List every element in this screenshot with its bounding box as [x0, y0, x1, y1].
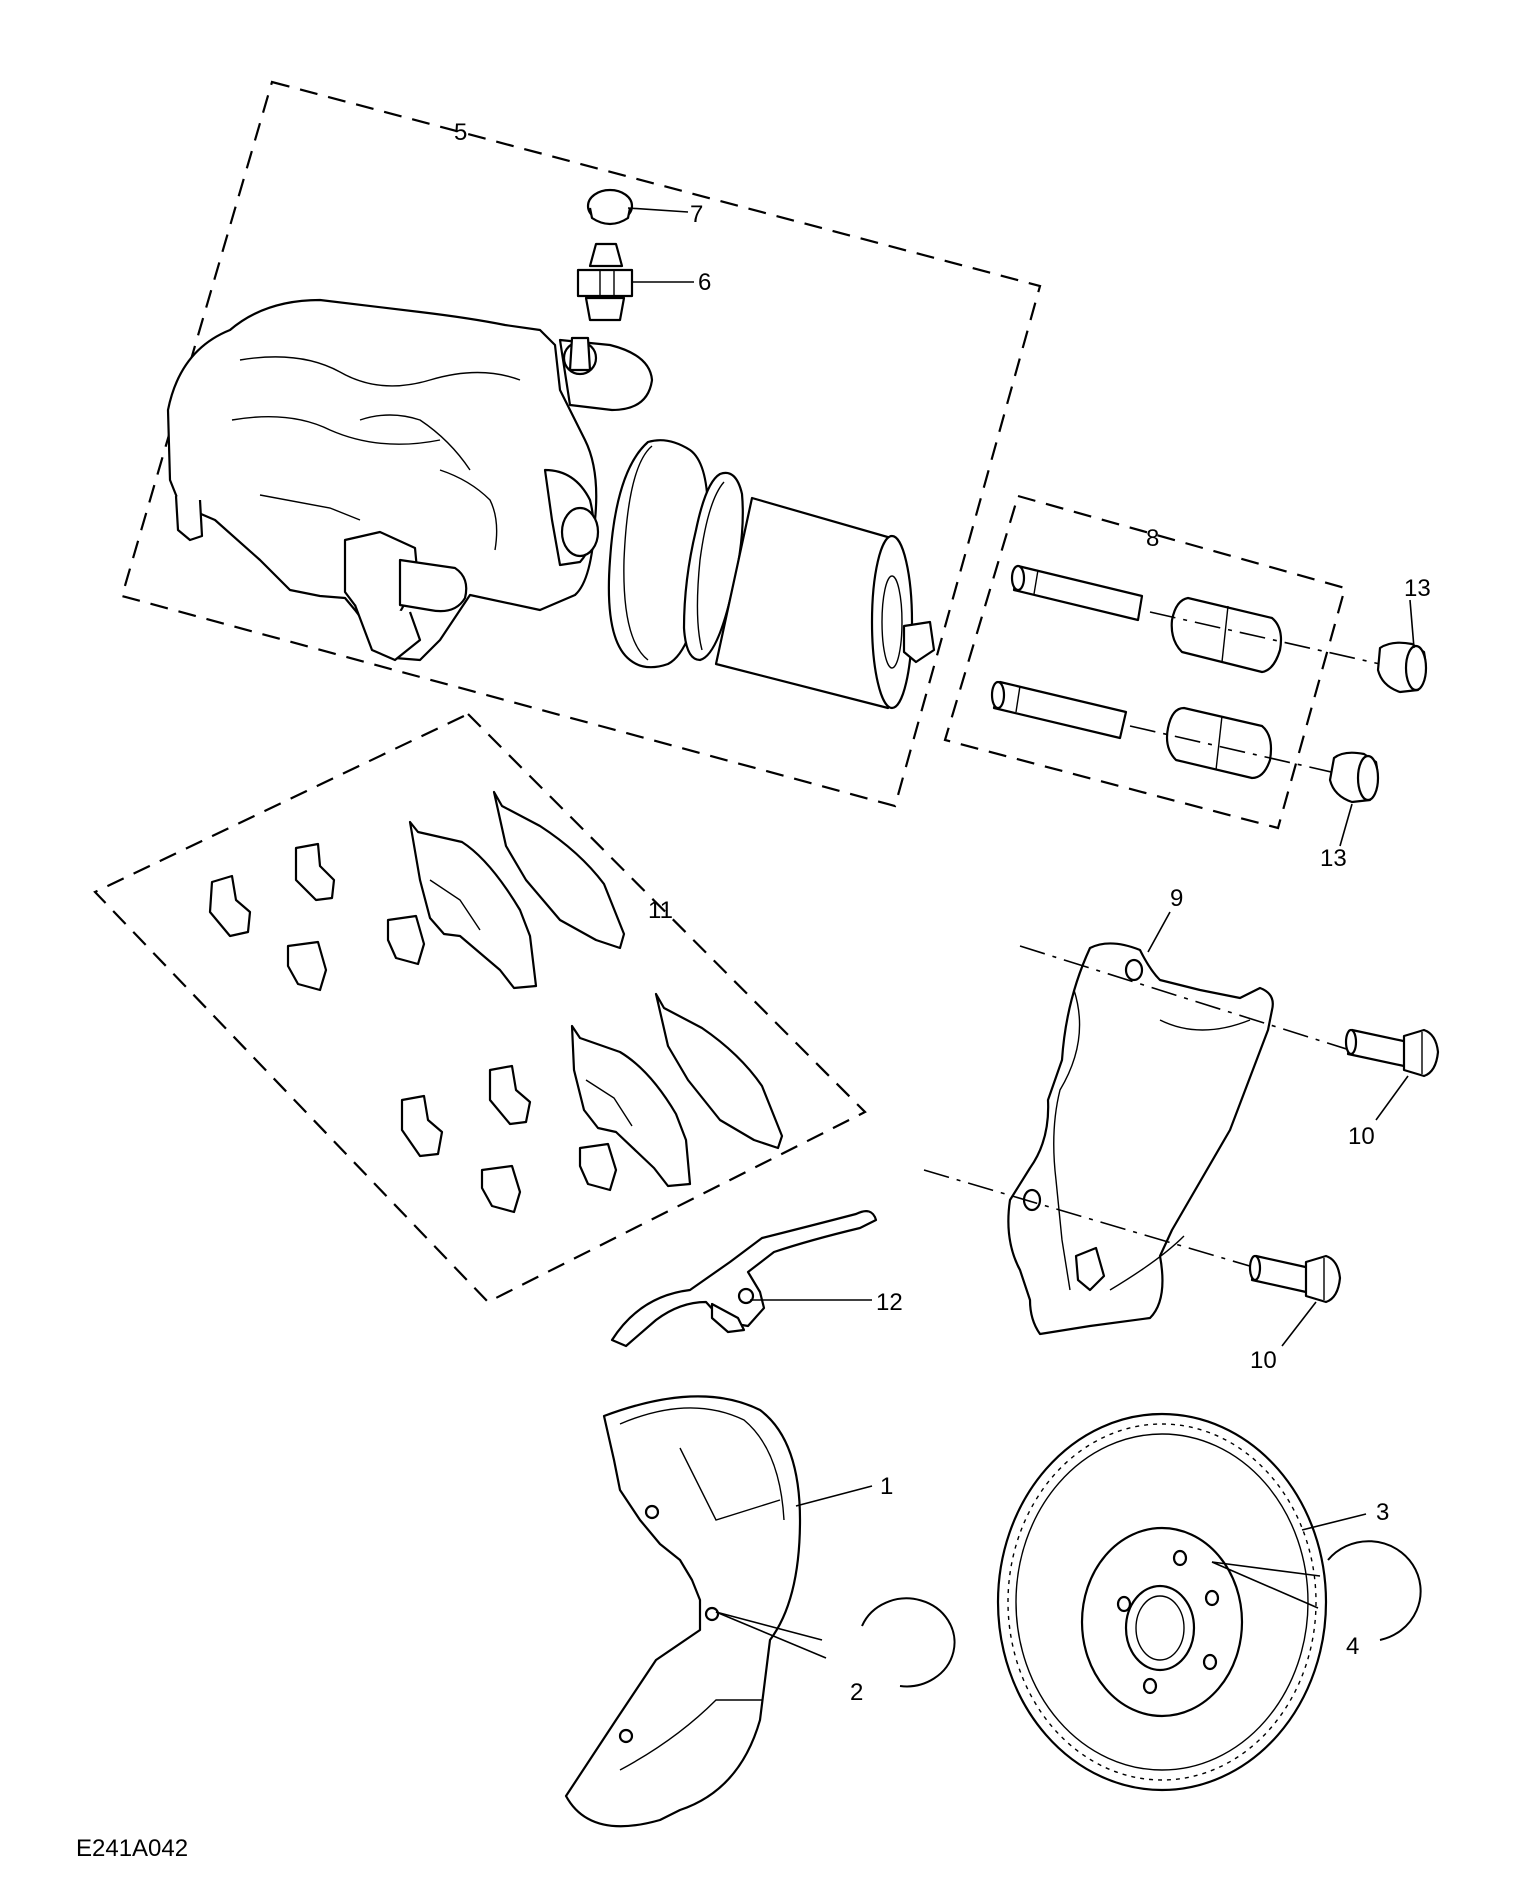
callout-2: 2: [850, 1679, 863, 1706]
pad-clip[interactable]: [386, 914, 426, 966]
callout-4: 4: [1346, 1633, 1359, 1660]
leader-13-upper: [1409, 599, 1415, 649]
leader-9: [1147, 911, 1171, 953]
callout-3: 3: [1376, 1499, 1389, 1526]
leader-10-lower: [1281, 1301, 1317, 1347]
guide-axis-upper: [1149, 611, 1381, 665]
pad-clip[interactable]: [208, 874, 252, 938]
figure-id: E241A042: [76, 1835, 188, 1862]
guide-bushing-lower[interactable]: [1165, 706, 1273, 780]
brake-disc[interactable]: [996, 1412, 1328, 1792]
pad-clip[interactable]: [480, 1164, 522, 1214]
guide-axis-lower: [1129, 725, 1341, 775]
caliper-housing[interactable]: [166, 298, 654, 662]
bracket-axis-upper: [1019, 945, 1357, 1053]
leader-10-upper: [1375, 1075, 1409, 1121]
bracket-bolt-upper[interactable]: [1344, 1028, 1440, 1078]
pad-kit-box: [93, 712, 867, 1304]
dust-boot[interactable]: [682, 471, 744, 662]
pad-clip[interactable]: [400, 1094, 444, 1158]
callout-13-lower: 13: [1320, 845, 1347, 872]
detail-circle-disc: [1211, 1540, 1422, 1641]
pad-clip[interactable]: [286, 940, 328, 992]
pad-clip[interactable]: [294, 842, 336, 902]
brake-pad-outer-lower[interactable]: [654, 992, 784, 1150]
callout-8: 8: [1146, 525, 1159, 552]
pad-clip[interactable]: [578, 1142, 618, 1192]
callout-6: 6: [698, 269, 711, 296]
guide-cap-upper[interactable]: [1376, 641, 1428, 694]
brake-pad-outer-upper[interactable]: [492, 790, 626, 950]
piston-seal[interactable]: [607, 439, 709, 669]
piston-clip[interactable]: [902, 620, 936, 664]
callout-10-upper: 10: [1348, 1123, 1375, 1150]
callout-13-upper: 13: [1404, 575, 1431, 602]
anti-rattle-spring[interactable]: [610, 1209, 878, 1348]
callout-7: 7: [690, 201, 703, 228]
leader-3: [1301, 1513, 1367, 1531]
callout-12: 12: [876, 1289, 903, 1316]
bracket-bolt-lower[interactable]: [1248, 1254, 1342, 1304]
callout-10-lower: 10: [1250, 1347, 1277, 1374]
callout-11: 11: [648, 897, 673, 924]
callout-5: 5: [454, 119, 467, 146]
guide-bushing-upper[interactable]: [1170, 596, 1283, 674]
leader-13-lower: [1339, 803, 1353, 847]
detail-circle-shield: [715, 1597, 956, 1688]
anchor-bracket[interactable]: [1007, 942, 1274, 1336]
splash-shield[interactable]: [564, 1395, 802, 1828]
brake-pad-inner-upper[interactable]: [408, 820, 538, 990]
bracket-axis-lower: [923, 1169, 1271, 1273]
brake-pad-inner-lower[interactable]: [570, 1024, 692, 1188]
dust-cap[interactable]: [586, 188, 634, 226]
guide-pin-lower[interactable]: [990, 680, 1128, 740]
leader-1: [795, 1485, 873, 1507]
guide-cap-lower[interactable]: [1328, 751, 1380, 804]
bleed-nipple[interactable]: [576, 242, 634, 322]
callout-9: 9: [1170, 885, 1183, 912]
leader-7: [627, 207, 689, 213]
callout-1: 1: [880, 1473, 893, 1500]
piston[interactable]: [714, 496, 914, 710]
caliper-assembly-box: [120, 80, 1042, 808]
guide-pin-upper[interactable]: [1010, 564, 1144, 622]
pad-clip[interactable]: [488, 1064, 532, 1126]
guide-pin-kit-box: [943, 494, 1347, 830]
